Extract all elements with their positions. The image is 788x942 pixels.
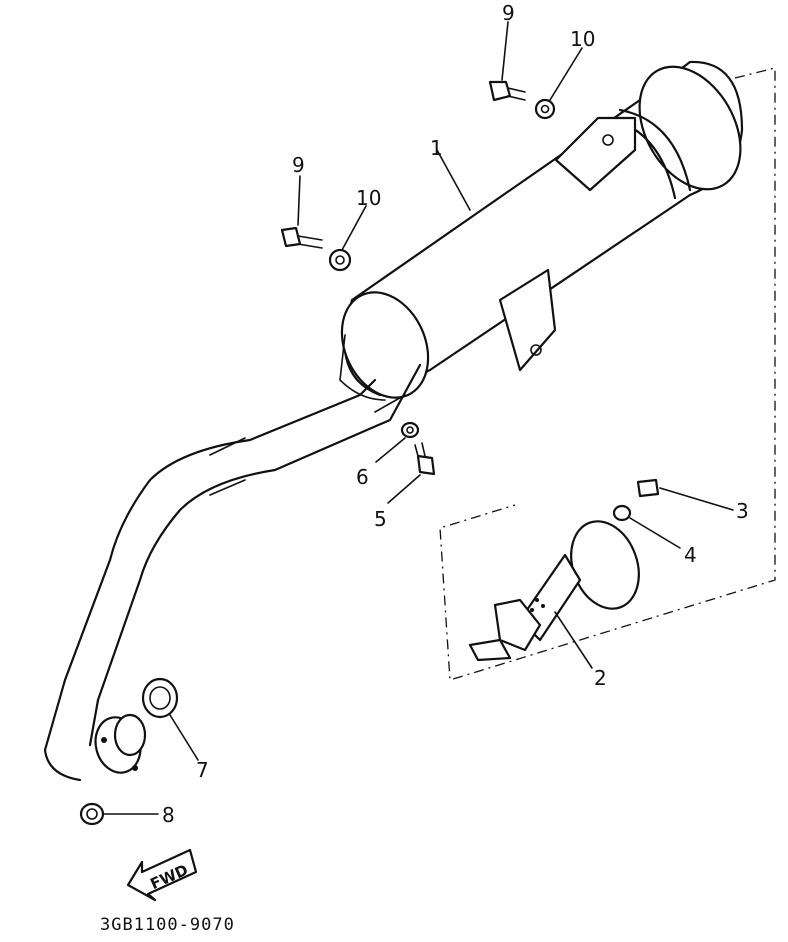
- washer-10-lower: [328, 248, 352, 272]
- nut: [79, 802, 105, 826]
- forward-direction-arrow: FWD: [126, 848, 198, 902]
- screw-3: [636, 478, 660, 498]
- bolt-9-upper: [488, 80, 526, 102]
- callout-7: 7: [196, 758, 209, 782]
- washer-6: [400, 421, 420, 439]
- callout-10-upper: 10: [570, 27, 595, 51]
- callout-3: 3: [736, 499, 749, 523]
- callout-4: 4: [684, 543, 697, 567]
- callout-10-lower: 10: [356, 186, 381, 210]
- washer-10-upper: [534, 98, 556, 120]
- callout-8: 8: [162, 803, 175, 827]
- callout-1: 1: [430, 136, 443, 160]
- leader-lines: [103, 21, 734, 815]
- exhaust-pipe: [43, 363, 422, 782]
- callout-labels: 1 2 3 4 5 6 7 8 9 10 9 10: [162, 1, 749, 827]
- washer-4: [612, 504, 632, 522]
- bolt-9-lower: [280, 226, 323, 249]
- bolt-5: [414, 442, 436, 476]
- callout-9-lower: 9: [292, 153, 305, 177]
- spark-arrester: [468, 520, 640, 662]
- muffler-body: [339, 60, 744, 401]
- exhaust-flange: [94, 713, 147, 774]
- callout-5: 5: [374, 507, 387, 531]
- callout-9-upper: 9: [502, 1, 515, 25]
- assembly-guide-lines: [439, 67, 776, 681]
- gasket: [141, 677, 179, 719]
- callout-6: 6: [356, 465, 369, 489]
- callout-2: 2: [594, 666, 607, 690]
- drawing-code: 3GB1100-9070: [100, 915, 235, 935]
